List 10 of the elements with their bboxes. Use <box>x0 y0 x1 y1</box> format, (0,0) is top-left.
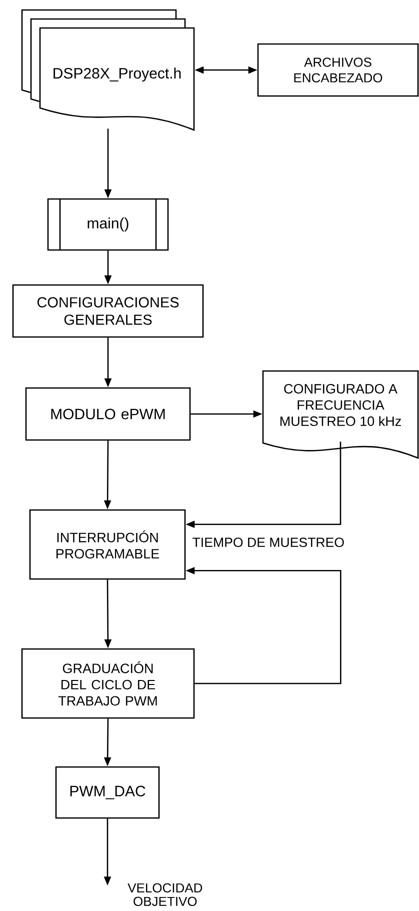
edge-label: VELOCIDAD OBJETIVO <box>128 883 202 906</box>
process-box: GRADUACIÓN DEL CICLO DE TRABAJO PWM <box>21 648 195 719</box>
process-box: ARCHIVOS ENCABEZADO <box>257 43 419 97</box>
edge-label: TIEMPO DE MUESTREO <box>191 536 346 548</box>
process-box: INTERRUPCIÓN PROGRAMABLE <box>29 509 186 580</box>
process-box: CONFIGURACIONES GENERALES <box>12 284 204 338</box>
process-box: PWM_DAC <box>55 766 160 819</box>
document-stack: DSP28X_Proyect.h <box>21 9 195 131</box>
process-box: MODULO ePWM <box>25 387 191 441</box>
subroutine-box: main() <box>47 198 169 251</box>
